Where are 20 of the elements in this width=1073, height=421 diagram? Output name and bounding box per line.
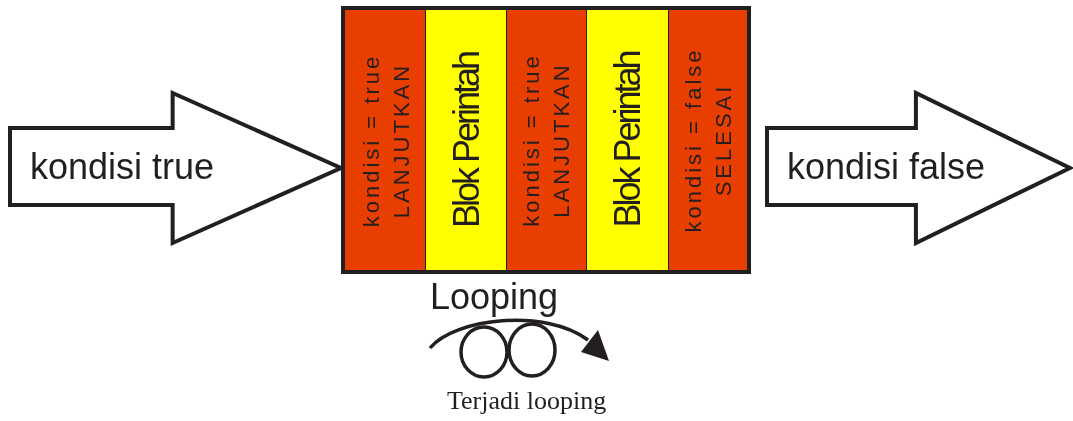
- block-arrow: [765, 91, 1073, 245]
- command-block-strip: [426, 10, 507, 270]
- arrow-label: kondisi false: [787, 145, 986, 188]
- command-block-strip: [587, 10, 669, 270]
- action-text: LANJUTKAN: [548, 62, 575, 218]
- condition-text: kondisi = true: [356, 53, 384, 227]
- condition-strip: [669, 10, 747, 270]
- condition-strip: [507, 10, 587, 270]
- condition-text: kondisi = true: [518, 53, 546, 227]
- block-label: Blok Perintah: [605, 52, 649, 228]
- condition-strip: [345, 10, 426, 270]
- action-text: SELESAI: [710, 83, 737, 197]
- action-text: LANJUTKAN: [386, 62, 414, 218]
- block-label: Blok Perintah: [444, 52, 488, 228]
- block-arrow: [8, 91, 344, 245]
- arrow-label: kondisi true: [30, 145, 215, 188]
- loop-title: Looping: [430, 276, 559, 318]
- loop-caption: Terjadi looping: [447, 386, 607, 416]
- condition-text: kondisi = false: [680, 47, 708, 233]
- loop-container-box: [341, 6, 751, 274]
